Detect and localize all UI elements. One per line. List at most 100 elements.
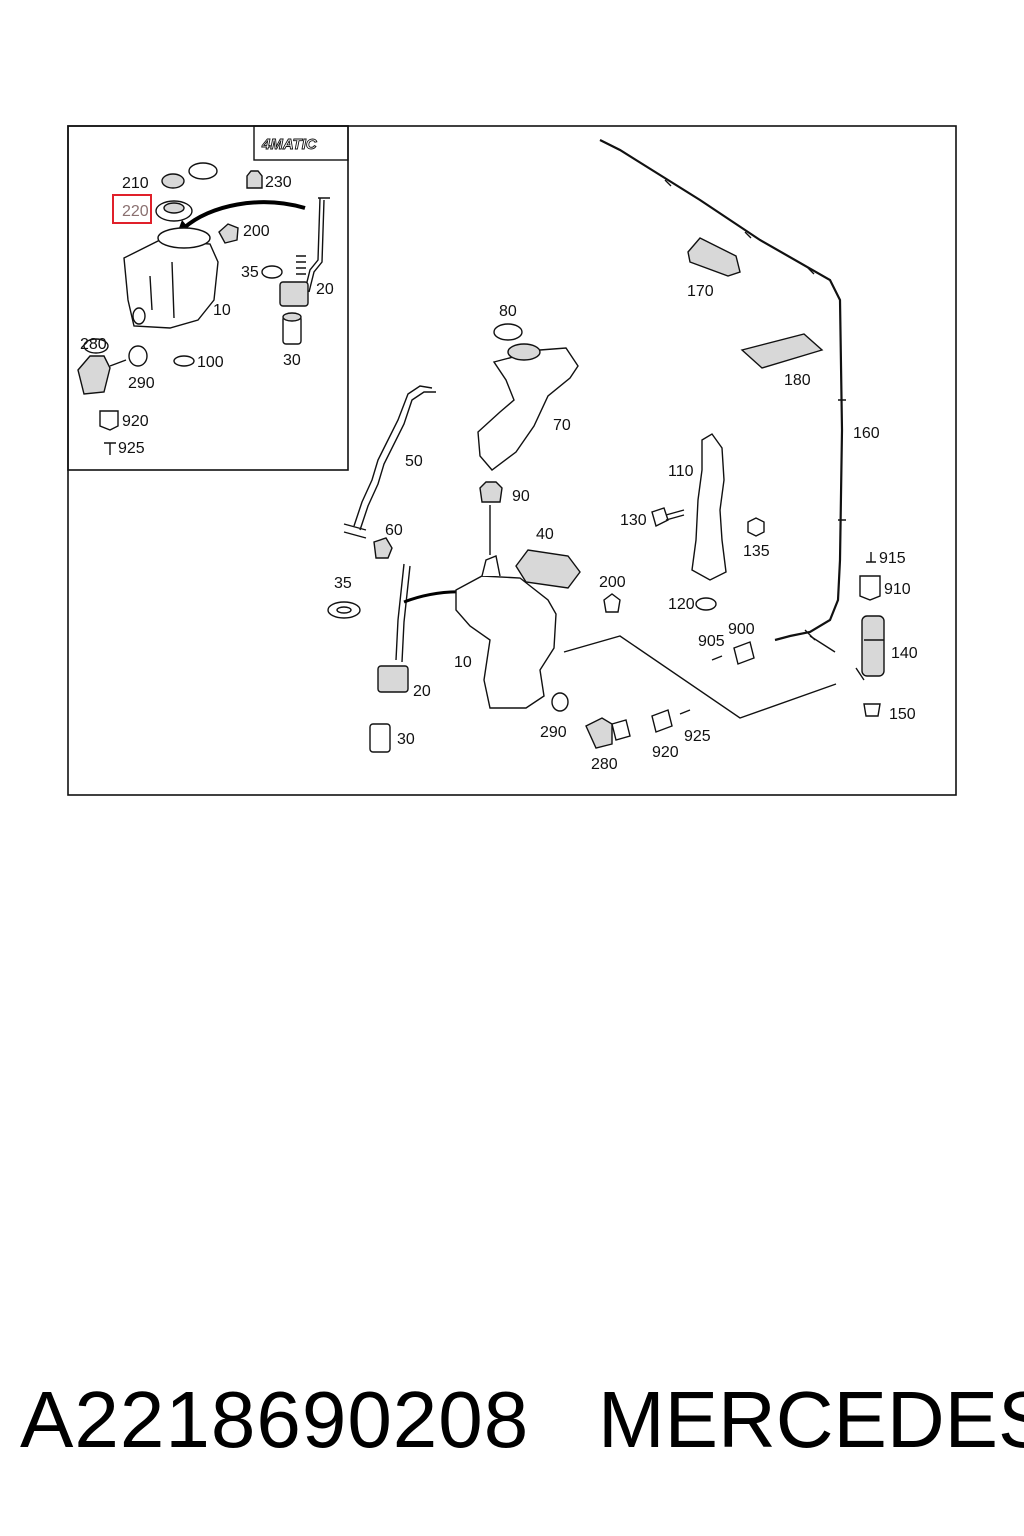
label-900: 900 — [728, 621, 755, 638]
label-280-main: 280 — [591, 756, 618, 773]
plug-200 — [218, 223, 239, 244]
nut-135 — [747, 517, 765, 537]
sensor-280-pin-inset — [109, 359, 127, 367]
bracket-110 — [691, 433, 727, 581]
cap-210 — [161, 173, 185, 189]
label-130: 130 — [620, 512, 647, 529]
label-220-highlighted: 220 — [122, 203, 149, 220]
label-20-inset: 20 — [316, 281, 334, 298]
ring-100 — [173, 355, 195, 367]
label-80: 80 — [499, 303, 517, 320]
pipe-50-end — [343, 523, 367, 539]
sensor-280-main — [585, 717, 613, 749]
label-50: 50 — [405, 453, 423, 470]
label-20-main: 20 — [413, 683, 431, 700]
highlight-box — [112, 194, 152, 224]
clip-915 — [866, 552, 876, 563]
pipe-50 — [353, 385, 436, 531]
connector-900 — [733, 641, 755, 665]
pump-20-main — [377, 665, 409, 693]
connector-910 — [859, 575, 881, 601]
nozzle-170 — [687, 237, 741, 277]
reservoir-port-inset — [132, 307, 146, 325]
label-200-main: 200 — [599, 574, 626, 591]
grommet-150 — [863, 703, 881, 717]
reservoir-neck-inset — [157, 227, 211, 249]
label-925-inset: 925 — [118, 440, 145, 457]
label-110: 110 — [668, 463, 694, 480]
label-230-inset: 230 — [265, 174, 292, 191]
connector-920-main — [651, 709, 673, 733]
reservoir-10-main — [455, 575, 557, 709]
pump-pipe-20-main — [395, 563, 411, 663]
label-180: 180 — [784, 372, 811, 389]
filter-30-main — [369, 723, 391, 753]
label-160: 160 — [853, 425, 880, 442]
connector-920-inset — [99, 410, 119, 431]
bolt-130-shank — [665, 509, 685, 521]
reservoir-10-neck — [481, 555, 501, 577]
filler-cap-220-top — [163, 202, 185, 214]
label-35-main: 35 — [334, 575, 352, 592]
label-920-main: 920 — [652, 744, 679, 761]
filler-neck-70-cap — [507, 343, 541, 361]
leader-10 — [563, 635, 837, 719]
pump-pipe-20-inset — [304, 197, 330, 293]
inset-parts — [77, 162, 330, 455]
sensor-280-inset — [77, 355, 111, 395]
part-number: A2218690208 — [20, 1375, 530, 1464]
clip-925-inset — [104, 442, 116, 455]
grommet-35-main-hole — [336, 606, 352, 614]
plug-200-main — [603, 593, 621, 613]
hose-160-end — [809, 635, 836, 653]
grommet-120 — [695, 597, 717, 611]
label-210-inset: 210 — [122, 175, 149, 192]
grommet-290-main — [551, 692, 569, 712]
label-170: 170 — [687, 283, 714, 300]
assembly-arrow-inset — [182, 200, 306, 230]
clip-905 — [711, 655, 723, 661]
label-70: 70 — [553, 417, 571, 434]
main-parts — [327, 139, 885, 753]
label-120: 120 — [668, 596, 695, 613]
clip-60 — [373, 537, 393, 559]
pump-20-inset — [279, 281, 309, 307]
label-925-main: 925 — [684, 728, 711, 745]
label-35-inset: 35 — [241, 264, 259, 281]
filter-30-top-inset — [282, 312, 302, 322]
label-10-main: 10 — [454, 654, 472, 671]
filler-neck-70 — [477, 347, 579, 471]
label-135: 135 — [743, 543, 770, 560]
seal-80 — [493, 323, 523, 341]
grommet-90 — [479, 481, 503, 503]
label-905: 905 — [698, 633, 725, 650]
label-30-inset: 30 — [283, 352, 301, 369]
label-90: 90 — [512, 488, 530, 505]
label-200-inset: 200 — [243, 223, 270, 240]
label-140: 140 — [891, 645, 918, 662]
matic-badge: 4MATIC — [261, 136, 318, 153]
brand-name: MERCEDES — [598, 1375, 1024, 1464]
pump-140 — [861, 615, 885, 677]
label-100-inset: 100 — [197, 354, 224, 371]
label-280-inset: 280 — [80, 336, 107, 353]
label-915: 915 — [879, 550, 906, 567]
label-10-inset: 10 — [213, 302, 231, 319]
inset-frame — [67, 125, 349, 471]
clip-925-main — [679, 709, 691, 715]
hose-160-clips — [664, 179, 846, 641]
bolt-130 — [651, 507, 669, 528]
hose-160 — [599, 139, 844, 642]
label-920-inset: 920 — [122, 413, 149, 430]
grommet-35 — [261, 265, 283, 279]
sensor-280-plug — [611, 719, 631, 741]
label-60: 60 — [385, 522, 403, 539]
plug-230 — [246, 170, 263, 189]
pump-spring-inset — [296, 255, 306, 275]
label-30-main: 30 — [397, 731, 415, 748]
reservoir-detail-inset — [149, 261, 175, 319]
label-150: 150 — [889, 706, 916, 723]
sensor-280-head-inset — [83, 338, 109, 354]
seal-ring-210 — [188, 162, 218, 180]
grommet-290-inset — [128, 345, 148, 367]
